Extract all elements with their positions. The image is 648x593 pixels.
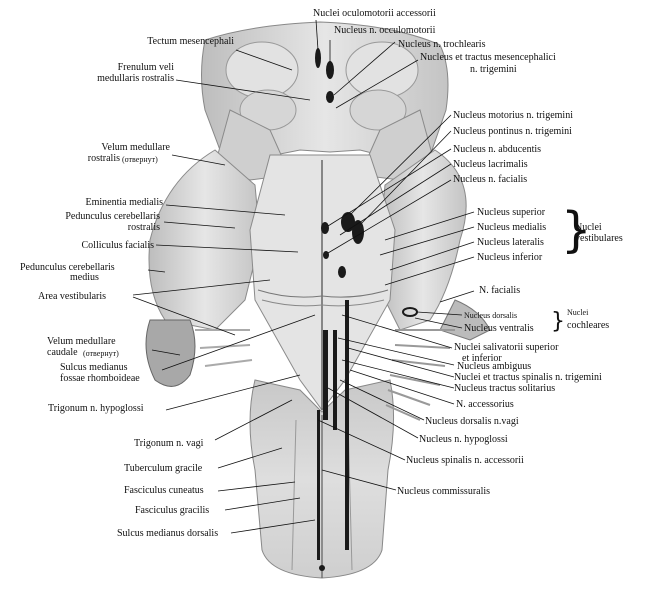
- nucleus-spinalis-trigemini-column: [345, 300, 349, 550]
- brace-cochleares: }: [551, 309, 565, 334]
- label-area-vestibularis: Area vestibularis: [38, 291, 107, 302]
- label-nuclei-oculomotorii-accessorii: Nuclei oculomotorii accessorii: [313, 8, 436, 19]
- label-nucleus-inferior: Nucleus inferior: [477, 252, 543, 263]
- label-nuclei-cochleares-2: cochleares: [567, 320, 610, 331]
- label-frenulum-veli-2: medullaris rostralis: [97, 73, 174, 84]
- nucleus-motorius-trigemini: [341, 212, 355, 232]
- label-pedunculus-rostralis-2: rostralis: [127, 222, 160, 233]
- label-sulcus-medianus-1: Sulcus medianus: [60, 362, 128, 373]
- striae-medullares: [257, 289, 389, 298]
- label-nucleus-motorius-trigemini: Nucleus motorius n. trigemini: [453, 110, 573, 121]
- label-nucleus-lateralis: Nucleus lateralis: [477, 237, 544, 248]
- label-fasciculus-gracilis: Fasciculus gracilis: [135, 505, 210, 516]
- label-nuclei-salivatorii-2: et inferior: [462, 353, 502, 364]
- label-trigonum-vagi: Trigonum n. vagi: [134, 438, 204, 449]
- striae-medullares-2: [261, 299, 385, 307]
- label-nucleus-superior: Nucleus superior: [477, 207, 546, 218]
- label-velum-caudale-1: Velum medullare: [47, 336, 116, 347]
- pedunculus-right: [379, 149, 467, 331]
- nuclei: [315, 48, 418, 571]
- label-velum-rostralis-1: Velum medullare: [101, 142, 170, 153]
- label-nuclei-cochleares-1: Nuclei: [567, 308, 589, 317]
- label-pedunculus-medius-2: medius: [70, 272, 99, 283]
- leader-lines: [132, 19, 475, 534]
- label-sulcus-medianus-2: fossae rhomboideae: [60, 373, 140, 384]
- label-nucleus-occulomotorii: Nucleus n. occulomotorii: [334, 25, 436, 36]
- label-nucleus-facialis: Nucleus n. facialis: [453, 174, 528, 185]
- label-tuberculum-gracile: Tuberculum gracile: [124, 463, 203, 474]
- label-eminentia-medialis: Eminentia medialis: [85, 197, 163, 208]
- label-velum-rostralis-note: (отвернут): [122, 155, 158, 164]
- label-nuclei-salivatorii-1: Nuclei salivatorii superior: [454, 342, 559, 353]
- label-nuclei-vestibulares-1: Nuclei: [575, 222, 602, 233]
- label-fasciculus-cuneatus: Fasciculus cuneatus: [124, 485, 204, 496]
- label-nucleus-commissuralis: Nucleus commissuralis: [397, 486, 491, 497]
- label-nucleus-trochlearis: Nucleus n. trochlearis: [398, 39, 486, 50]
- label-nucleus-tractus-solitarius: Nucleus tractus solitarius: [454, 383, 556, 394]
- label-velum-rostralis-2: rostralis: [87, 153, 120, 164]
- label-nucleus-tractus-mes-2: n. trigemini: [470, 64, 517, 75]
- nucleus-facialis-dot: [323, 251, 329, 259]
- label-nucleus-lacrimalis: Nucleus lacrimalis: [453, 159, 528, 170]
- label-n-accessorius: N. accessorius: [456, 399, 514, 410]
- label-nucleus-abducentis: Nucleus n. abducentis: [453, 144, 542, 155]
- nucleus-oculomotorii-accessorii: [315, 48, 321, 68]
- pedunculus-left: [148, 149, 261, 331]
- label-nuclei-tractus-spinalis-trigemini: Nuclei et tractus spinalis n. trigemini: [454, 372, 602, 383]
- label-nucleus-medialis: Nucleus medialis: [477, 222, 547, 233]
- nucleus-oculomotorii: [326, 61, 334, 79]
- label-nucleus-hypoglossi: Nucleus n. hypoglossi: [419, 434, 508, 445]
- fasciculus-divider-l: [291, 419, 297, 571]
- nucleus-trochlearis: [326, 91, 334, 103]
- colliculus-right-inf: [349, 89, 407, 131]
- label-n-facialis: N. facialis: [479, 285, 521, 296]
- brace-vestibulares: }: [561, 202, 592, 258]
- nucleus-hypoglossi-column: [323, 330, 328, 420]
- nucleus-abducentis: [321, 222, 329, 234]
- velum-caudale-right: [439, 299, 491, 341]
- nucleus-commissuralis: [319, 565, 325, 571]
- label-nucleus-spinalis-accessorii: Nucleus spinalis n. accessorii: [406, 455, 524, 466]
- label-sulcus-medianus-dorsalis: Sulcus medianus dorsalis: [117, 528, 219, 539]
- label-nucleus-dorsalis: Nucleus dorsalis: [464, 311, 518, 320]
- label-nucleus-pontinus-trigemini: Nucleus pontinus n. trigemini: [453, 126, 572, 137]
- label-nucleus-ambiguus: Nucleus ambiguus: [457, 361, 532, 372]
- label-frenulum-veli-1: Frenulum veli: [117, 62, 174, 73]
- label-pedunculus-medius-1: Pedunculus cerebellaris: [20, 262, 115, 273]
- label-nuclei-vestibulares-2: vestibulares: [575, 233, 623, 244]
- label-tectum-mesencephali: Tectum mesencephali: [147, 36, 234, 47]
- label-trigonum-hypoglossi: Trigonum n. hypoglossi: [48, 403, 144, 414]
- nucleus-spinalis-accessorii-column: [317, 410, 320, 560]
- colliculus-right: [345, 41, 419, 99]
- nerve-roots-right: [385, 329, 455, 421]
- label-nucleus-tractus-mes-1: Nucleus et tractus mesencephalici: [420, 52, 556, 63]
- nucleus-vestibularis: [338, 266, 346, 278]
- label-nucleus-ventralis: Nucleus ventralis: [464, 323, 534, 334]
- nucleus-ambiguus-column: [333, 330, 337, 430]
- label-pedunculus-rostralis-1: Pedunculus cerebellaris: [65, 211, 160, 222]
- nucleus-pontinus-trigemini: [352, 220, 364, 244]
- label-colliculus-facialis: Colliculus facialis: [81, 240, 155, 251]
- label-velum-caudale-note: (отвернут): [83, 349, 119, 358]
- label-nucleus-dorsalis-vagi: Nucleus dorsalis n.vagi: [425, 416, 519, 427]
- label-velum-caudale-2: caudale: [47, 347, 78, 358]
